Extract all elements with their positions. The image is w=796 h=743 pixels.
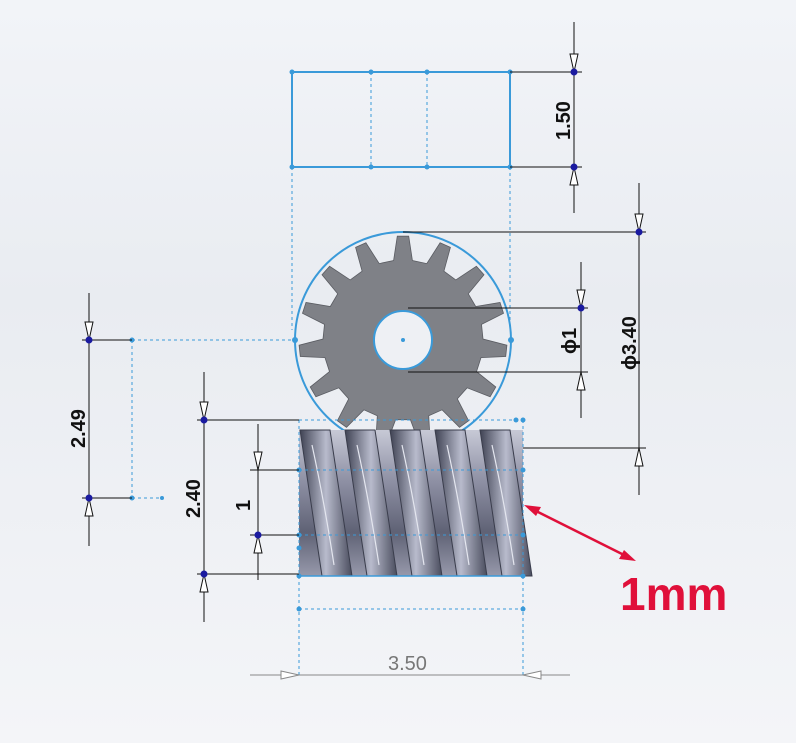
dimension-sleeve-height[interactable]: 1.50 [510,22,582,213]
worm-thread-highlight [401,444,425,566]
dimension-bore-diameter[interactable]: ϕ1 [408,262,588,418]
dimension-label: ϕ1 [559,328,581,354]
dimension-label: 2.49 [68,409,90,448]
callout-arrow [524,505,636,561]
dimension-worm-height[interactable]: 2.40 [183,372,299,622]
callout-label: 1mm [620,568,727,620]
dimension-gear-outer-diameter[interactable]: ϕ3.40 [403,183,646,495]
dimension-worm-length[interactable]: 3.50 [250,653,570,680]
worm-thread-highlight [311,444,335,566]
dimension-label: ϕ3.40 [619,316,641,370]
dimension-label: 3.50 [388,653,427,675]
worm-thread-highlight [356,444,380,566]
offset-construction [129,337,295,501]
worm-screw [296,417,533,676]
worm-thread-highlight [491,444,515,566]
worm-thread-highlight [446,444,470,566]
dimension-offset-vertical[interactable]: 2.49 [68,293,132,546]
dimension-label: 1.50 [553,101,575,140]
dimension-label: 2.40 [183,479,205,518]
dimension-label: 1 [233,500,255,511]
worm-thread [479,429,533,577]
spur-gear [292,231,514,449]
dimension-thread-depth[interactable]: 1 [233,424,299,580]
